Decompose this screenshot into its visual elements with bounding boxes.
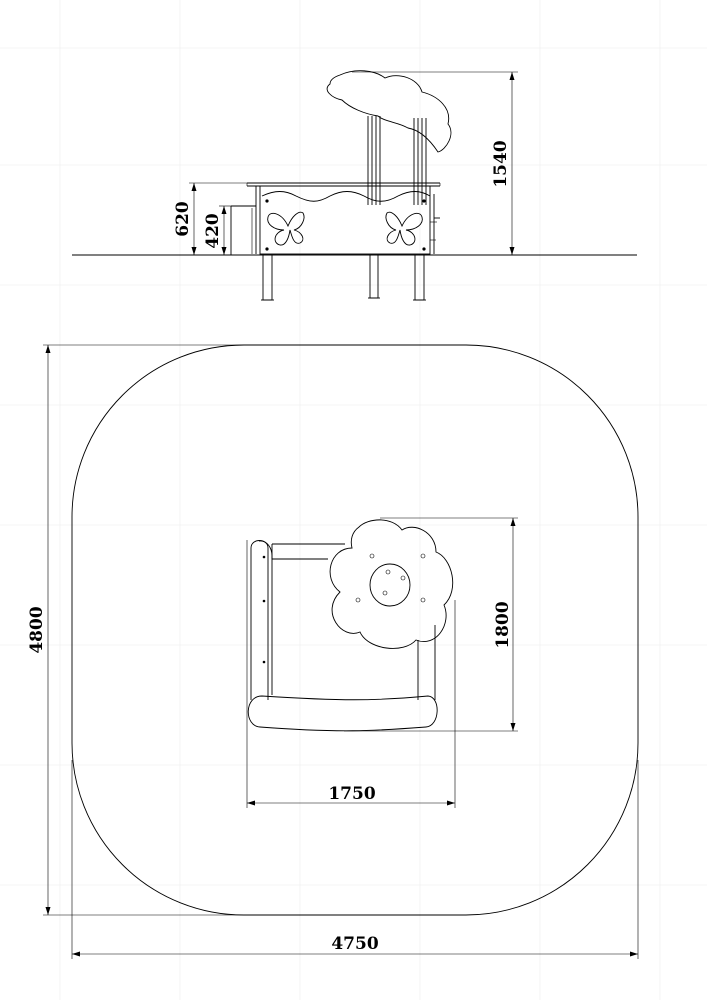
dimension-unit-width: 1750 — [246, 540, 456, 808]
frame-left-rail — [250, 540, 273, 700]
table-wave-edge — [261, 191, 431, 202]
dimension-unit-depth: 1800 — [344, 517, 518, 732]
canopy-posts — [367, 116, 427, 205]
butterfly-cutout-left — [267, 211, 305, 246]
frame-top-rail — [271, 543, 345, 560]
dimension-420-label: 420 — [203, 213, 223, 249]
dimension-620-label: 620 — [173, 201, 193, 237]
bench-seat — [247, 695, 438, 732]
dimension-4800-label: 4800 — [27, 606, 47, 653]
dimension-4750-label: 4750 — [331, 934, 378, 954]
dimension-1800-label: 1800 — [493, 601, 513, 648]
side-panel — [259, 185, 431, 255]
flower-canopy — [329, 519, 454, 649]
dimension-1750-label: 1750 — [328, 784, 375, 804]
bench-end — [230, 205, 440, 255]
cloud-canopy — [326, 70, 452, 153]
panel-screws — [265, 199, 426, 251]
dimension-bench-height: 420 — [203, 205, 235, 255]
butterfly-cutout-right — [385, 211, 423, 246]
dimension-table-height: 620 — [173, 182, 262, 255]
canopy-bolts — [355, 553, 426, 603]
dimension-1540-label: 1540 — [491, 140, 511, 187]
dimension-total-height: 1540 — [352, 71, 518, 256]
dimension-zone-width: 4750 — [71, 760, 639, 959]
plan-view: 4800 4750 1750 1800 — [27, 344, 639, 959]
canopy-center — [369, 563, 411, 607]
safety-zone — [71, 344, 639, 916]
frame-right-rail — [417, 625, 436, 700]
elevation-view: 1540 620 420 — [72, 70, 637, 301]
legs — [261, 254, 426, 301]
dimension-zone-depth: 4800 — [27, 344, 380, 916]
